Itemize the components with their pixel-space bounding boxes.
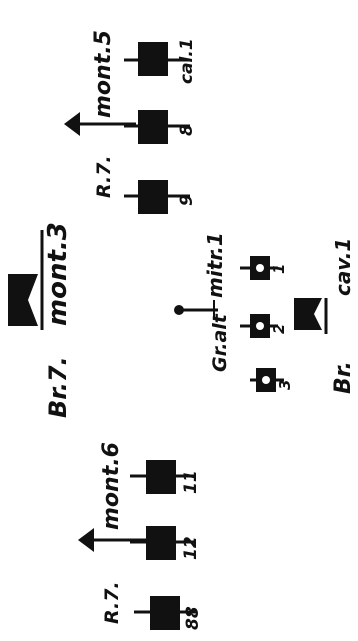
small-block-3 xyxy=(250,368,284,392)
cav1-label: cav.1 xyxy=(331,238,355,296)
mitr1-group: Gr.alt mitr.1 1 2 3 xyxy=(174,232,294,392)
block-88 xyxy=(134,596,196,630)
cal1-label: cal.1 xyxy=(177,38,197,84)
mont6-label: mont.6 xyxy=(99,442,124,530)
small-block-2-label: 2 xyxy=(270,324,288,334)
mont6-arrow-flag-icon xyxy=(78,528,150,552)
mont5-arrow-flag-icon xyxy=(64,112,136,136)
block-88-label: 88 xyxy=(183,606,203,630)
mitr1-prefix: Gr.alt xyxy=(209,313,231,372)
mont3-prefix: Br.7. xyxy=(44,356,72,418)
block-12 xyxy=(130,526,196,560)
mont6-group: R.7. mont.6 11 12 88 xyxy=(78,442,203,630)
mont3-group: mont.3 Br.7. xyxy=(8,222,73,418)
small-block-1-label: 1 xyxy=(270,264,288,274)
mitr1-label: mitr.1 xyxy=(203,232,227,298)
mitr1-lollipop-flag-icon xyxy=(174,300,218,320)
block-8 xyxy=(124,110,190,144)
mont5-prefix: R.7. xyxy=(93,155,115,198)
block-9 xyxy=(124,180,190,214)
block-8-label: 8 xyxy=(177,124,197,136)
block-9-label: 9 xyxy=(177,194,197,206)
small-block-2 xyxy=(240,314,278,338)
cav1-prefix: Br. xyxy=(331,361,356,394)
block-11-label: 11 xyxy=(181,470,201,494)
mont6-prefix: R.7. xyxy=(101,581,123,624)
cav1-group: cav.1 Br. xyxy=(294,238,356,394)
mont5-label: mont.5 xyxy=(91,30,116,118)
block-11 xyxy=(130,460,196,494)
cal1-block xyxy=(124,42,190,76)
cav1-swallowtail-flag-icon xyxy=(294,298,328,334)
mont5-group: R.7. mont.5 cal.1 8 9 xyxy=(64,30,197,214)
small-block-3-label: 3 xyxy=(276,380,294,390)
small-block-1 xyxy=(240,256,278,280)
block-12-label: 12 xyxy=(181,536,201,560)
mont3-label: mont.3 xyxy=(43,222,73,326)
mont3-swallowtail-flag-icon xyxy=(8,230,44,330)
